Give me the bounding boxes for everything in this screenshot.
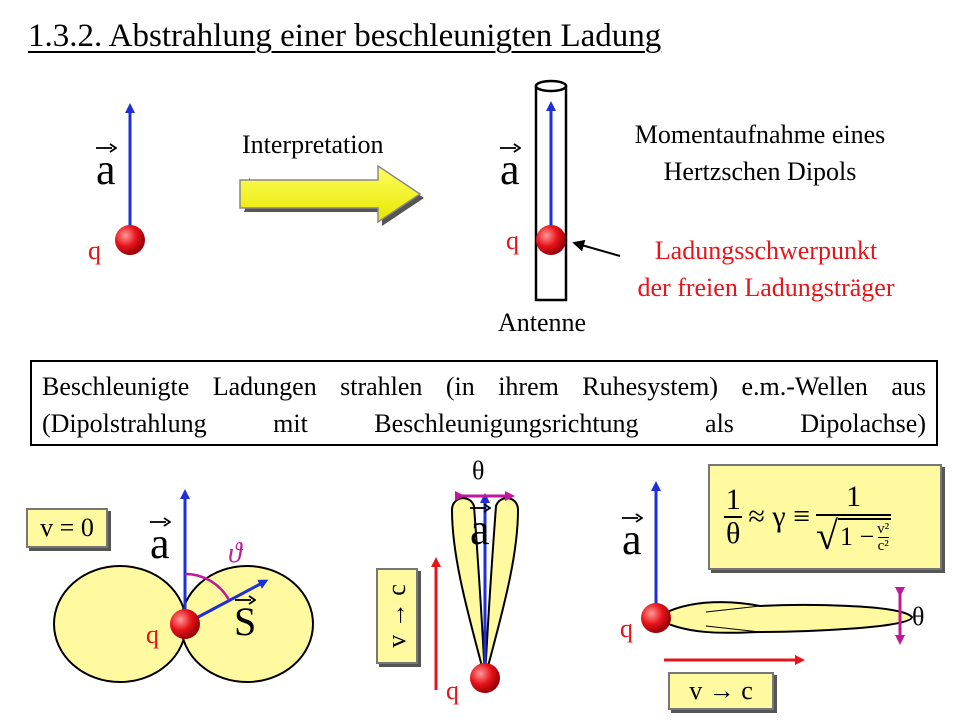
accel-vector-label: a [95, 143, 117, 194]
charge-label: q [446, 676, 459, 705]
v-to-c-box: v → c [668, 672, 774, 710]
charge-label: q [88, 236, 101, 265]
charge-label: q [146, 620, 159, 649]
antenna [534, 79, 621, 302]
charge-ball [115, 225, 145, 255]
inverse-theta-fraction: 1 θ [724, 483, 743, 550]
slide-title: 1.3.2. Abstrahlung einer beschleunigten … [28, 18, 662, 54]
charge-panel-1 [115, 103, 145, 255]
charge-center-caption: Ladungsschwerpunkt der freien Ladungsträ… [637, 236, 895, 302]
poynting-vector-label: S [234, 595, 256, 644]
charge-ball [170, 609, 200, 639]
charge-ball [470, 663, 500, 693]
v-to-c-vertical-box: v → c [376, 568, 418, 664]
charge-label: q [620, 614, 633, 643]
beam-pattern [641, 481, 914, 665]
approx-gamma-equiv: ≈ γ ≡ [748, 500, 811, 533]
theta-label: θ [912, 602, 925, 631]
dipole-snapshot-caption: Momentaufnahme eines Hertzschen Dipols [634, 120, 886, 186]
accel-vector-label: a [149, 517, 171, 568]
charge-ball [536, 225, 566, 255]
interpretation-arrow [239, 164, 424, 226]
accel-vector-label: a [469, 503, 491, 554]
dipole-pattern-v0 [53, 489, 314, 683]
theta-label: θ [472, 456, 485, 485]
lobe-pattern-v-to-c [431, 491, 520, 693]
gamma-formula-box: 1 θ ≈ γ ≡ 1 √ 1 − v² c² [708, 464, 942, 570]
gamma-fraction: 1 √ 1 − v² c² [816, 480, 892, 558]
v-zero-box: v = 0 [26, 508, 108, 548]
interpretation-label: Interpretation [242, 130, 384, 159]
charge-label: q [506, 226, 519, 255]
charge-ball [641, 603, 671, 633]
accel-vector-label: a [499, 143, 521, 194]
accel-vector-label: a [621, 513, 643, 564]
antenna-label: Antenne [498, 308, 587, 337]
statement-box: Beschleunigte Ladungen strahlen (in ihre… [30, 360, 938, 446]
vartheta-label: ϑ [228, 538, 242, 569]
